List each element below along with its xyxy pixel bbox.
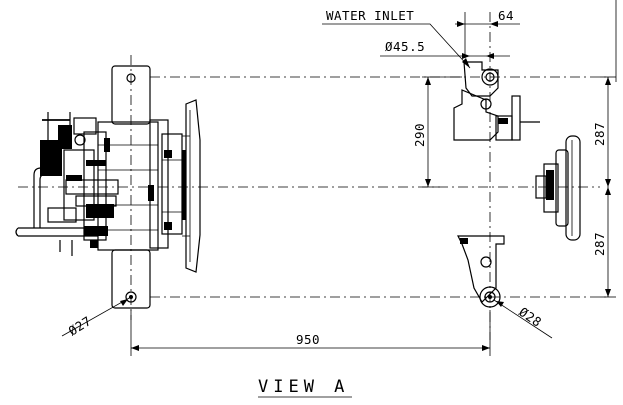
water-inlet-label: WATER INLET [326,8,414,23]
dim-phi45-label: Ø45.5 [385,39,425,54]
top-right-mount [453,61,540,141]
water-inlet-leader [322,23,471,69]
dim-phi27-leader [61,296,132,337]
bottom-right-mount [457,235,505,308]
dim-950-label: 950 [296,332,320,347]
engine-body [15,65,201,309]
dim-phi28-leader [493,299,553,339]
dim-287-bottom-label: 287 [592,232,607,256]
dim-287-top-label: 287 [592,122,607,146]
dim-phi27-label: Ø27 [66,313,94,338]
dim-64-label: 64 [498,8,514,23]
dim-phi28-label: Ø28 [516,304,544,330]
pulley [535,135,581,241]
view-title: VIEW A [258,377,349,397]
dim-290-label: 290 [412,123,427,147]
